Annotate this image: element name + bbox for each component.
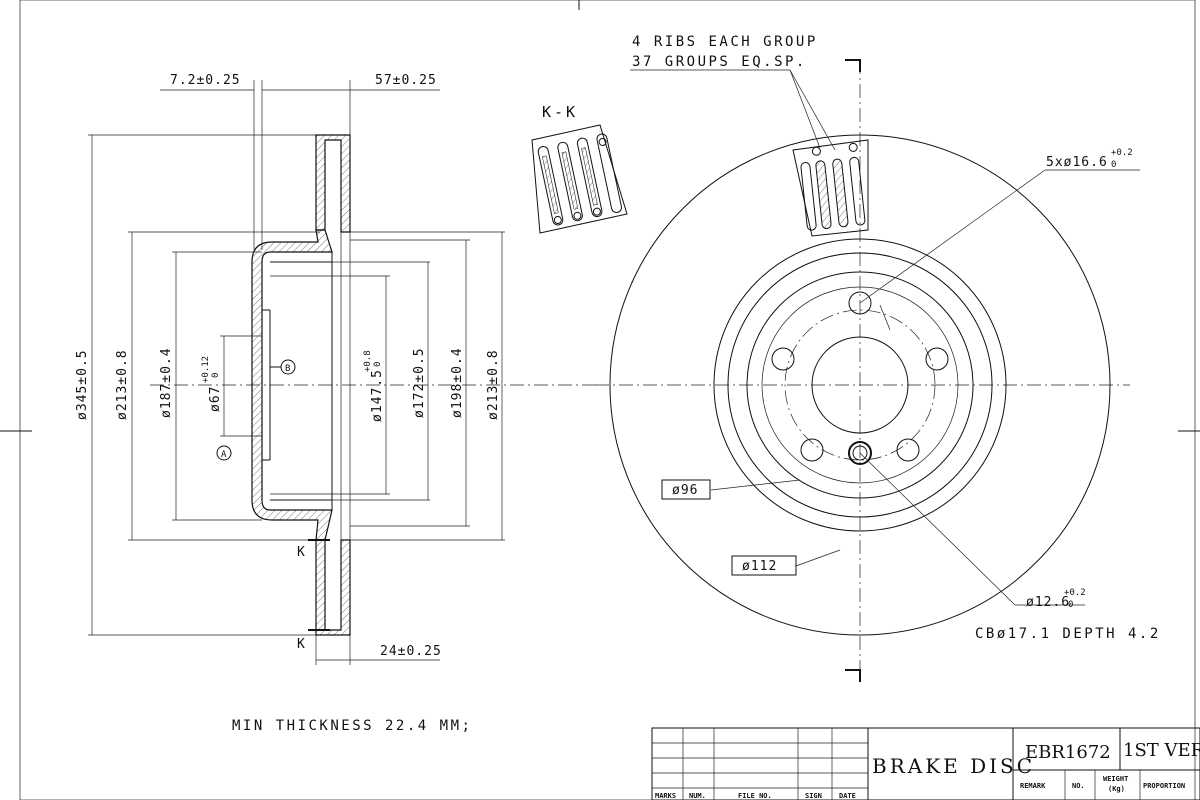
bolt-hole-3: [896, 438, 920, 462]
pcd-96: ø96: [672, 483, 698, 498]
tb-header-sign: SIGN: [805, 792, 822, 800]
bolt-hole-5: [771, 347, 795, 371]
tb-header-file: FILE NO.: [738, 792, 772, 800]
holes-tol: +0.2: [1111, 148, 1133, 158]
tb-header-marks: MARKS: [655, 792, 676, 800]
dim-d67-tol: +0.12: [201, 356, 211, 383]
dim-top-left: 7.2±0.25: [170, 73, 241, 88]
tb-header-date: DATE: [839, 792, 856, 800]
title-code: EBR1672: [1025, 742, 1111, 763]
kk-detail: K-K: [531, 103, 628, 234]
dim-d67-tol-low: 0: [211, 373, 221, 378]
tb-header-kg: (Kg): [1108, 785, 1125, 793]
cb-note: CBø17.1 DEPTH 4.2: [975, 626, 1161, 642]
tb-header-num: NUM.: [689, 792, 706, 800]
ribs-note-1: 4 RIBS EACH GROUP: [632, 34, 818, 50]
datum-b-label: B: [285, 364, 290, 374]
hole12-tol-low: 0: [1068, 600, 1073, 610]
title-block: BRAKE DISC EBR1672 1ST VERSION MARKS NUM…: [651, 727, 1200, 800]
front-view: ø96 ø112 4 RIBS EACH GROUP 37 GROUPS EQ.…: [595, 34, 1161, 682]
kk-label: K-K: [542, 103, 578, 121]
dim-d67: ø67: [208, 386, 223, 412]
title-version: 1ST VERSION: [1123, 740, 1200, 761]
dim-top-right: 57±0.25: [375, 73, 437, 88]
title-name: BRAKE DISC: [872, 754, 1035, 778]
holes-tol-low: 0: [1111, 160, 1116, 170]
bolt-hole-4: [800, 438, 824, 462]
pcd-112: ø112: [742, 559, 777, 574]
section-outer-ring-top: [315, 134, 351, 233]
hole12-tol: +0.2: [1064, 588, 1086, 598]
bolt-hole-1: [848, 291, 872, 315]
section-outer-ring-bottom: [315, 539, 351, 636]
dim-d187: ø187±0.4: [159, 347, 174, 418]
dim-d147: ø147.5: [370, 369, 385, 422]
bolt-hole-2: [925, 347, 949, 371]
hole12-note: ø12.6: [1026, 595, 1070, 610]
disc-outer-edge: [609, 134, 1111, 636]
dim-d147-tol: +0.8: [363, 350, 373, 372]
dim-d213-right: ø213±0.8: [486, 349, 501, 420]
dim-d172: ø172±0.5: [412, 347, 427, 418]
datum-a-circle: [216, 445, 232, 461]
tb-header-no: NO.: [1072, 782, 1085, 790]
tb-header-weight: WEIGHT: [1103, 775, 1128, 783]
locator-hole: [848, 441, 872, 465]
dim-bottom: 24±0.25: [380, 644, 442, 659]
section-view: K K B A 7.2±0.25 57±0.25 24±0.25 ø345±0.…: [75, 73, 600, 665]
center-bore: [811, 336, 909, 434]
tb-header-proportion: PROPORTION: [1143, 782, 1185, 790]
holes-note: 5xø16.6: [1046, 155, 1108, 170]
dim-d213-left: ø213±0.8: [115, 349, 130, 420]
min-thickness-note: MIN THICKNESS 22.4 MM;: [232, 718, 472, 734]
dim-d345: ø345±0.5: [75, 349, 90, 420]
dim-d147-tol-low: 0: [373, 362, 383, 367]
datum-a-label: A: [221, 450, 227, 460]
tb-header-remark: REMARK: [1020, 782, 1046, 790]
section-mark-k-bottom: K: [297, 637, 305, 652]
section-mark-k-top: K: [297, 545, 305, 560]
ribs-note-2: 37 GROUPS EQ.SP.: [632, 54, 807, 70]
dim-d198: ø198±0.4: [450, 347, 465, 418]
